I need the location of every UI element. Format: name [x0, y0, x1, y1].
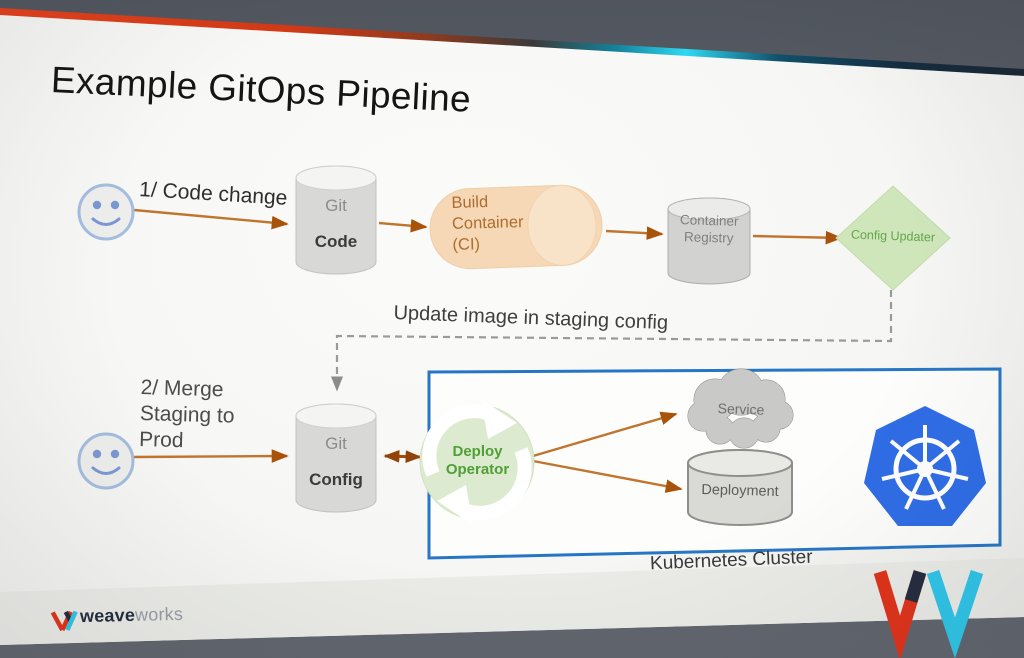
step2-label: 2/ Merge Staging to Prod [139, 375, 236, 456]
git-code-label-git: Git [325, 196, 347, 215]
flow-arrows [133, 208, 843, 493]
step2-line: Prod [138, 427, 184, 453]
user-smiley-icon-2 [77, 432, 135, 490]
git-code-cylinder [295, 165, 377, 275]
step2-line: Staging to [139, 401, 235, 428]
service-label: Service [717, 400, 765, 418]
git-config-label-config: Config [309, 470, 363, 489]
step2-line: 2/ Merge [140, 375, 224, 402]
user-smiley-icon-1 [77, 183, 135, 241]
arrow-bidirectional-sync [383, 450, 422, 463]
weaveworks-logo-icon [50, 610, 78, 632]
git-config-label-git: Git [325, 434, 347, 453]
brand-light: works [134, 603, 184, 625]
operator-line: Operator [445, 461, 510, 478]
registry-line: Registry [683, 229, 734, 246]
deploy-operator-node [419, 399, 535, 525]
arrow-registry-to-updater [752, 230, 843, 245]
kubernetes-logo [864, 406, 986, 526]
sync-arrows-icon [422, 399, 532, 525]
weaveworks-w-logo [873, 569, 984, 658]
arrow-code-change [133, 208, 289, 230]
build-container-line: Build [451, 192, 489, 212]
arrow-operator-to-deployment [532, 459, 683, 493]
deployment-label: Deployment [701, 481, 779, 501]
service-cloud [687, 368, 794, 449]
build-container-line: (CI) [452, 235, 481, 254]
ship-wheel-icon [881, 425, 969, 510]
arrow-operator-to-service [532, 411, 678, 458]
build-container-capsule [429, 184, 603, 270]
build-container-line: Container [451, 213, 524, 233]
container-registry-cylinder [667, 197, 751, 285]
arrow-git-to-ci [378, 218, 428, 233]
brand-bold: weave [79, 604, 136, 627]
dashed-update-config-connector [331, 290, 893, 392]
container-registry-label: Container Registry [666, 211, 753, 247]
deploy-operator-label: Deploy Operator [420, 443, 535, 479]
git-config-cylinder [295, 403, 377, 513]
arrow-merge-to-prod [133, 449, 289, 463]
build-container-label: Build Container (CI) [451, 191, 524, 256]
arrow-ci-to-registry [605, 226, 664, 240]
config-updater-diamond [835, 185, 951, 291]
deployment-cylinder [687, 449, 793, 526]
operator-line: Deploy [452, 443, 503, 460]
git-code-label-code: Code [314, 232, 358, 251]
weaveworks-wordmark: weaveworks [80, 604, 184, 627]
